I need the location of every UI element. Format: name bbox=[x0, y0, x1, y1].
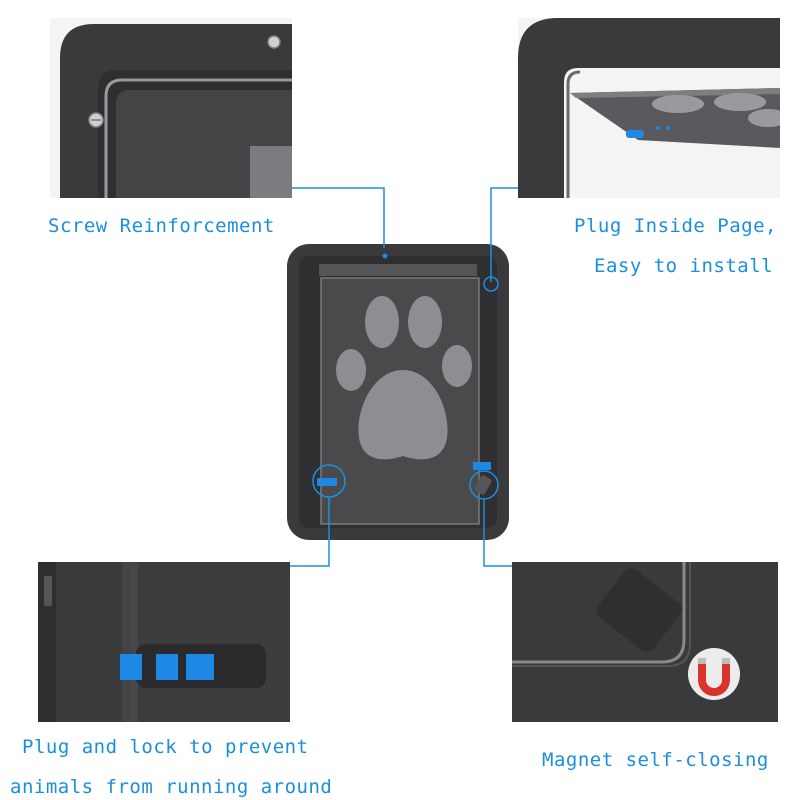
lock-label-line1: Plug and lock to prevent bbox=[22, 736, 309, 758]
lock-label-line2: animals from running around bbox=[10, 776, 333, 798]
magnet-detail-photo bbox=[512, 562, 778, 722]
lock-detail-photo bbox=[38, 562, 290, 722]
magnet-self-closing-label: Magnet self-closing bbox=[542, 749, 769, 771]
paw-print-icon bbox=[336, 296, 472, 460]
plug-inside-label-line2: Easy to install bbox=[594, 255, 774, 277]
pet-door-photo bbox=[285, 240, 515, 545]
magnet-icon bbox=[688, 648, 740, 700]
screw-detail-photo bbox=[50, 18, 292, 198]
plug-detail-photo bbox=[518, 18, 780, 198]
plug-inside-label-line1: Plug Inside Page, bbox=[574, 215, 777, 237]
screw-icon bbox=[88, 112, 104, 128]
screw-reinforcement-label: Screw Reinforcement bbox=[48, 215, 275, 237]
